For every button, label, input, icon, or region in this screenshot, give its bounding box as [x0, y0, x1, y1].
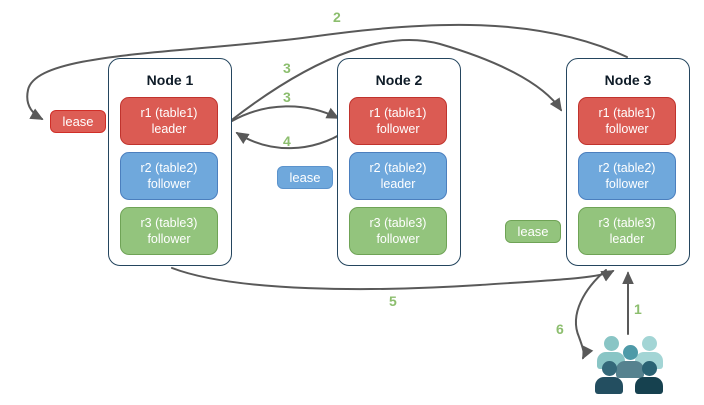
node-2-title: Node 2	[375, 72, 423, 88]
step-label-4: 4	[283, 133, 291, 149]
replica-role-label: follower	[147, 232, 191, 246]
lease-badge-r2: lease	[277, 166, 333, 189]
replica-role-label: leader	[151, 122, 187, 136]
person-icon	[615, 345, 645, 378]
replica-role-label: leader	[380, 177, 416, 191]
node-2-container: Node 2 r1 (table1) follower r2 (table2) …	[337, 58, 461, 266]
step-label-5: 5	[389, 293, 397, 309]
step-label-6: 6	[556, 321, 564, 337]
replica-range-label: r1 (table1)	[598, 106, 656, 120]
node1-replica-r2-follower: r2 (table2) follower	[120, 152, 218, 200]
lease-label: lease	[517, 224, 549, 239]
replica-range-label: r3 (table3)	[369, 216, 427, 230]
replica-role-label: follower	[376, 122, 420, 136]
arrow-step3-node1-to-node2	[231, 105, 340, 122]
users-group-icon	[594, 334, 666, 396]
node2-replica-r2-leader: r2 (table2) leader	[349, 152, 447, 200]
person-icon	[634, 361, 664, 394]
replica-range-label: r1 (table1)	[140, 106, 198, 120]
lease-badge-r1: lease	[50, 110, 106, 133]
node1-replica-r3-follower: r3 (table3) follower	[120, 207, 218, 255]
node3-replica-r1-follower: r1 (table1) follower	[578, 97, 676, 145]
person-icon	[594, 361, 624, 394]
replica-range-label: r2 (table2)	[598, 161, 656, 175]
arrow-step5-node1-to-node3	[171, 267, 615, 291]
node-3-title: Node 3	[604, 72, 652, 88]
lease-label: lease	[62, 114, 94, 129]
replica-range-label: r2 (table2)	[140, 161, 198, 175]
lease-badge-r3: lease	[505, 220, 561, 243]
replica-role-label: follower	[605, 122, 649, 136]
replica-range-label: r3 (table3)	[140, 216, 198, 230]
arrow-step4-node2-to-node1	[235, 130, 347, 150]
node-1-title: Node 1	[146, 72, 194, 88]
lease-label: lease	[289, 170, 321, 185]
node3-replica-r3-leader: r3 (table3) leader	[578, 207, 676, 255]
step-label-3a: 3	[283, 60, 291, 76]
node3-replica-r2-follower: r2 (table2) follower	[578, 152, 676, 200]
replica-role-label: follower	[605, 177, 649, 191]
replica-range-label: r3 (table3)	[598, 216, 656, 230]
replica-range-label: r1 (table1)	[369, 106, 427, 120]
replica-role-label: follower	[147, 177, 191, 191]
step-label-1: 1	[634, 301, 642, 317]
replica-role-label: leader	[609, 232, 645, 246]
node2-replica-r1-follower: r1 (table1) follower	[349, 97, 447, 145]
replica-role-label: follower	[376, 232, 420, 246]
node1-replica-r1-leader: r1 (table1) leader	[120, 97, 218, 145]
node2-replica-r3-follower: r3 (table3) follower	[349, 207, 447, 255]
step-label-2: 2	[333, 9, 341, 25]
replica-range-label: r2 (table2)	[369, 161, 427, 175]
node-3-container: Node 3 r1 (table1) follower r2 (table2) …	[566, 58, 690, 266]
node-1-container: Node 1 r1 (table1) leader r2 (table2) fo…	[108, 58, 232, 266]
step-label-3b: 3	[283, 89, 291, 105]
